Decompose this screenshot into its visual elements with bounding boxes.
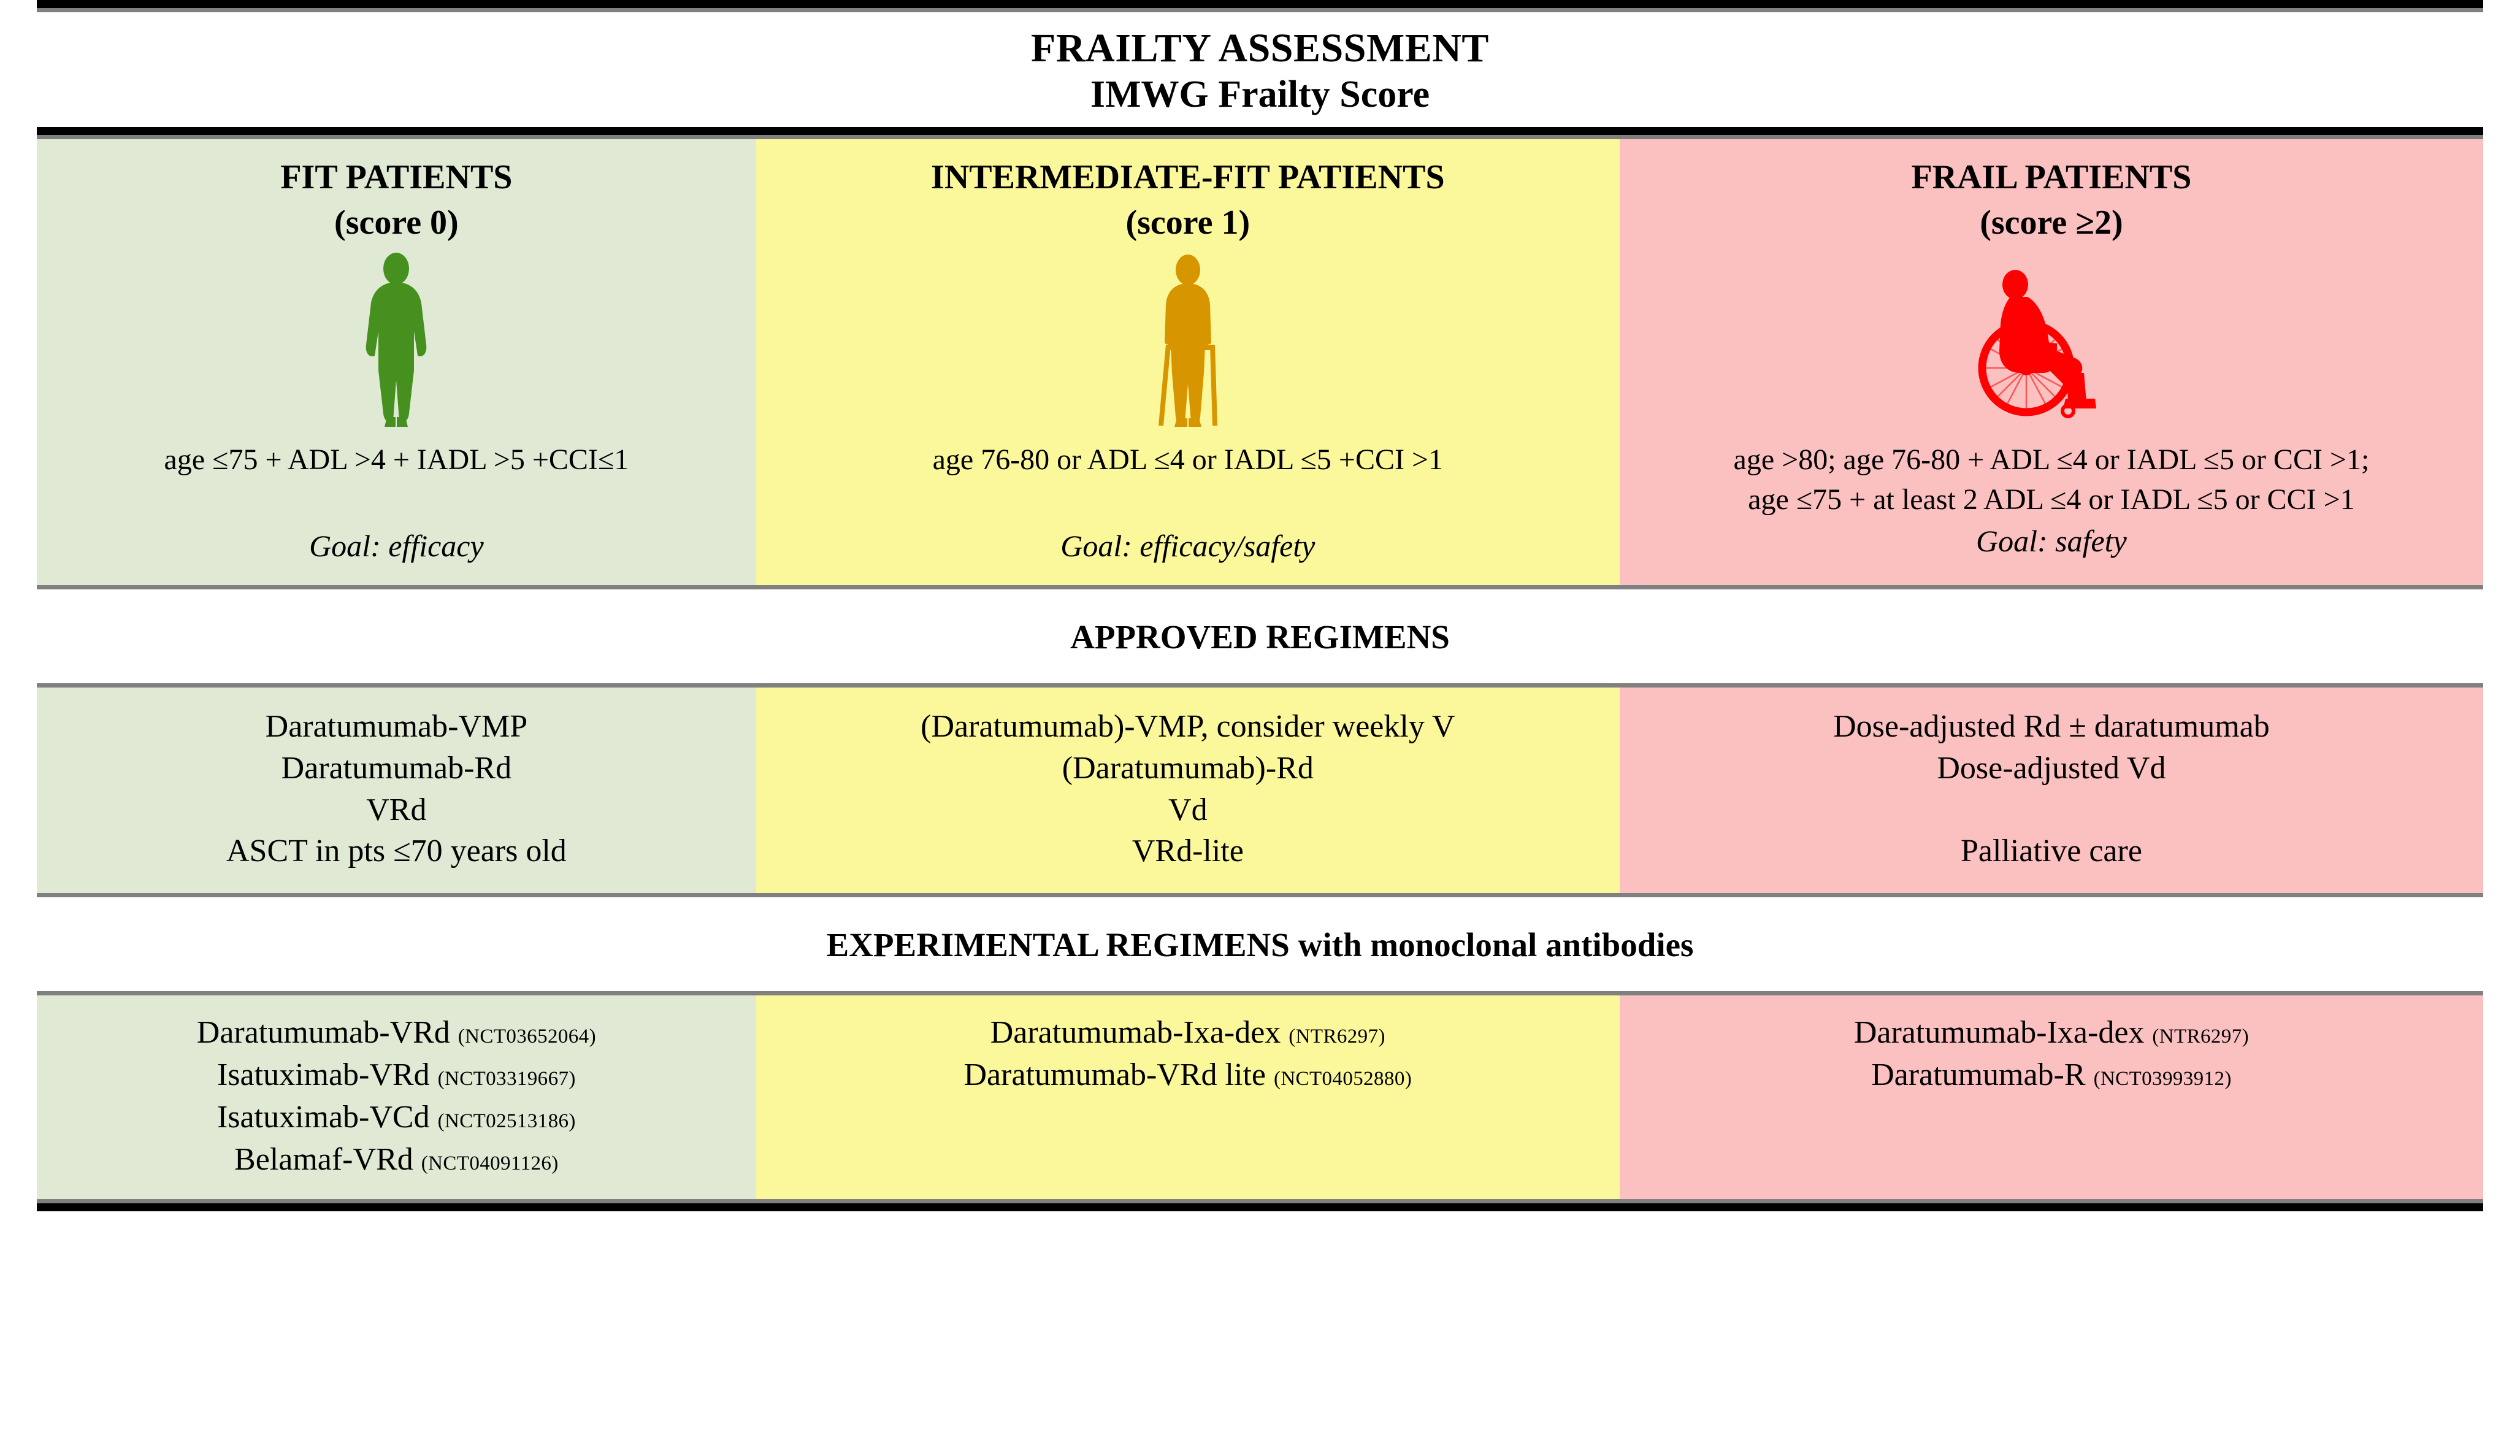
column-intermediate-goal: Goal: efficacy/safety [1060, 529, 1316, 564]
column-fit-title-line2: (score 0) [334, 204, 459, 242]
approved-fit-item-3: VRd [366, 792, 427, 827]
page-title: FRAILTY ASSESSMENT [1031, 26, 1489, 71]
frailty-assessment-row: FIT PATIENTS (score 0) age ≤75 + ADL >4 … [37, 139, 2483, 586]
experimental-heading-rest: with monoclonal antibodies [1289, 925, 1694, 964]
approved-column-frail: Dose-adjusted Rd ± daratumumab Dose-adju… [1619, 688, 2483, 893]
experimental-fit-item-3: Isatuximab-VCd (NCT02513186) [49, 1096, 744, 1138]
experimental-intermediate-item-1-name: Daratumumab-Ixa-dex [990, 1014, 1281, 1050]
experimental-intermediate-item-1: Daratumumab-Ixa-dex (NTR6297) [768, 1011, 1607, 1054]
column-fit-goal: Goal: efficacy [309, 529, 484, 564]
column-fit-patients: FIT PATIENTS (score 0) age ≤75 + ADL >4 … [37, 139, 756, 586]
experimental-fit-item-4-nct: (NCT04091126) [421, 1152, 559, 1175]
experimental-bottom-thin-rule [37, 1199, 2483, 1204]
experimental-frail-item-1: Daratumumab-Ixa-dex (NTR6297) [1632, 1011, 2471, 1054]
column-intermediate-fit-patients: INTERMEDIATE-FIT PATIENTS (score 1) [756, 139, 1620, 586]
column-intermediate-criteria-spacer [775, 480, 1601, 525]
column-frail-patients: FRAIL PATIENTS (score ≥2) [1619, 139, 2483, 586]
wheelchair-person-icon [1638, 250, 2465, 434]
column-fit-criteria-spacer [55, 480, 738, 525]
experimental-column-frail: Daratumumab-Ixa-dex (NTR6297) Daratumuma… [1619, 995, 2483, 1200]
approved-column-fit: Daratumumab-VMP Daratumumab-Rd VRd ASCT … [37, 688, 756, 893]
experimental-fit-item-2-name: Isatuximab-VRd [216, 1057, 430, 1092]
approved-intermediate-item-4: VRd-lite [1132, 833, 1244, 869]
approved-frail-item-4: Palliative care [1960, 833, 2142, 869]
person-with-walker-icon [775, 250, 1601, 434]
top-border-thin-rule [37, 8, 2483, 12]
column-frail-criteria-line1: age >80; age 76-80 + ADL ≤4 or IADL ≤5 o… [1733, 443, 2370, 477]
assessment-bottom-rule [37, 585, 2483, 590]
figure-title-band: FRAILTY ASSESSMENT IMWG Frailty Score [37, 12, 2483, 128]
experimental-frail-item-1-nct: (NTR6297) [2152, 1025, 2249, 1048]
approved-regimens-row: Daratumumab-VMP Daratumumab-Rd VRd ASCT … [37, 688, 2483, 893]
column-fit-title-line1: FIT PATIENTS [280, 158, 513, 197]
approved-regimens-heading: APPROVED REGIMENS [37, 589, 2483, 684]
column-frail-title-line2: (score ≥2) [1980, 204, 2123, 242]
approved-frail-item-1: Dose-adjusted Rd ± daratumumab [1833, 709, 2270, 745]
bottom-border-rule [37, 1203, 2483, 1212]
standing-person-icon [55, 250, 738, 434]
experimental-frail-item-2: Daratumumab-R (NCT03993912) [1632, 1054, 2471, 1096]
experimental-fit-item-1: Daratumumab-VRd (NCT03652064) [49, 1011, 744, 1054]
experimental-frail-item-1-name: Daratumumab-Ixa-dex [1853, 1014, 2145, 1050]
experimental-fit-item-2-nct: (NCT03319667) [437, 1067, 576, 1090]
experimental-frail-item-2-name: Daratumumab-R [1871, 1057, 2086, 1092]
column-intermediate-criteria-line1: age 76-80 or ADL ≤4 or IADL ≤5 +CCI >1 [932, 443, 1444, 477]
approved-top-rule [37, 683, 2483, 688]
assessment-top-rule [37, 127, 2483, 136]
experimental-intermediate-item-2-nct: (NCT04052880) [1273, 1067, 1412, 1090]
experimental-fit-item-3-name: Isatuximab-VCd [216, 1100, 430, 1135]
experimental-top-rule [37, 990, 2483, 995]
column-intermediate-title-line2: (score 1) [1125, 204, 1250, 242]
approved-intermediate-item-3: Vd [1168, 792, 1208, 827]
experimental-column-fit: Daratumumab-VRd (NCT03652064) Isatuximab… [37, 995, 756, 1200]
experimental-intermediate-item-2-name: Daratumumab-VRd lite [963, 1057, 1266, 1092]
column-frail-goal: Goal: safety [1976, 523, 2127, 558]
approved-intermediate-item-2: (Daratumumab)-Rd [1062, 751, 1314, 786]
experimental-intermediate-item-1-nct: (NTR6297) [1289, 1025, 1385, 1048]
approved-fit-item-2: Daratumumab-Rd [281, 751, 512, 786]
column-frail-criteria-line2: age ≤75 + at least 2 ADL ≤4 or IADL ≤5 o… [1748, 483, 2355, 516]
column-fit-criteria-line1: age ≤75 + ADL >4 + IADL >5 +CCI≤1 [164, 443, 629, 477]
approved-fit-item-4: ASCT in pts ≤70 years old [226, 833, 567, 869]
experimental-column-intermediate: Daratumumab-Ixa-dex (NTR6297) Daratumuma… [756, 995, 1620, 1200]
experimental-fit-item-2: Isatuximab-VRd (NCT03319667) [49, 1054, 744, 1096]
experimental-fit-item-3-nct: (NCT02513186) [437, 1110, 576, 1133]
experimental-fit-item-4: Belamaf-VRd (NCT04091126) [49, 1138, 744, 1181]
page-subtitle: IMWG Frailty Score [1090, 73, 1430, 115]
top-border-rule [37, 0, 2483, 8]
experimental-fit-item-4-name: Belamaf-VRd [234, 1142, 413, 1178]
experimental-intermediate-item-2: Daratumumab-VRd lite (NCT04052880) [768, 1054, 1607, 1096]
column-frail-title-line1: FRAIL PATIENTS [1911, 158, 2192, 197]
approved-bottom-rule [37, 892, 2483, 897]
experimental-fit-item-1-name: Daratumumab-VRd [196, 1014, 450, 1050]
assessment-top-thin-rule [37, 135, 2483, 140]
experimental-regimens-row: Daratumumab-VRd (NCT03652064) Isatuximab… [37, 995, 2483, 1200]
experimental-fit-item-1-nct: (NCT03652064) [458, 1025, 596, 1048]
column-intermediate-title-line1: INTERMEDIATE-FIT PATIENTS [931, 158, 1445, 197]
experimental-heading-bold: EXPERIMENTAL REGIMENS [826, 925, 1290, 964]
experimental-regimens-heading: EXPERIMENTAL REGIMENS with monoclonal an… [37, 897, 2483, 991]
approved-intermediate-item-1: (Daratumumab)-VMP, consider weekly V [921, 709, 1455, 745]
approved-fit-item-1: Daratumumab-VMP [265, 709, 528, 745]
experimental-frail-item-2-nct: (NCT03993912) [2093, 1067, 2232, 1090]
approved-column-intermediate: (Daratumumab)-VMP, consider weekly V (Da… [756, 688, 1620, 893]
approved-frail-item-2: Dose-adjusted Vd [1937, 751, 2166, 786]
